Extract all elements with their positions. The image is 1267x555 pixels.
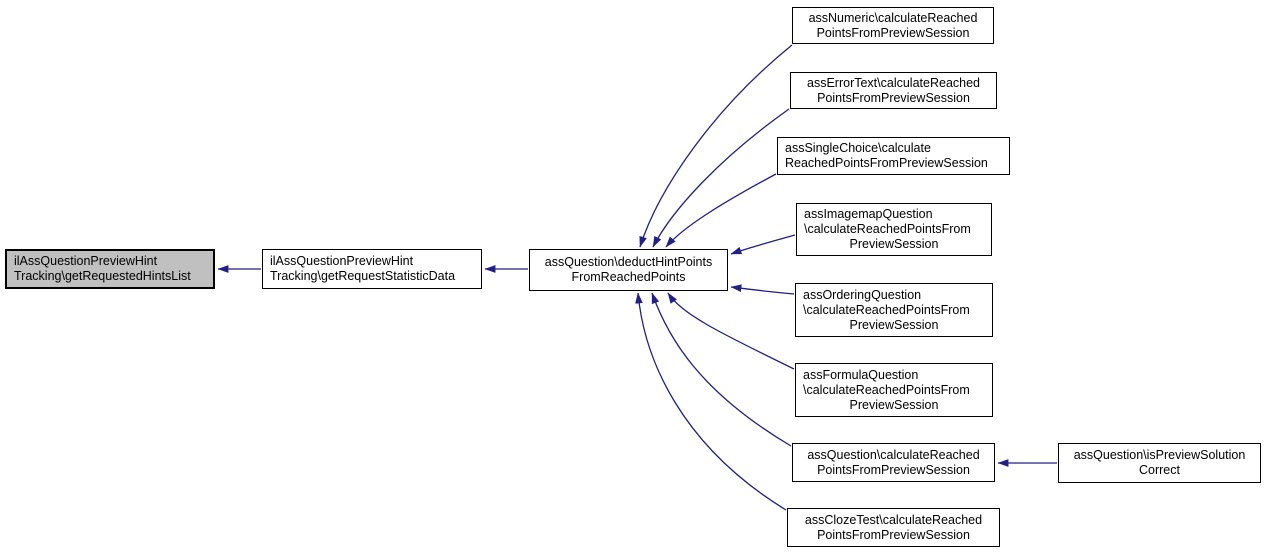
node-label-line: PreviewSession <box>849 317 939 332</box>
node-label-line: assErrorText\calculateReached <box>807 75 980 90</box>
node-assNumeric-calculateReachedPointsFromPreviewSession[interactable]: assNumeric\calculateReached PointsFromPr… <box>792 7 994 44</box>
node-assSingleChoice-calculateReachedPointsFromPreviewSession[interactable]: assSingleChoice\calculate ReachedPointsF… <box>777 137 1010 175</box>
node-label-line: ilAssQuestionPreviewHint <box>14 254 158 268</box>
node-label-line: Tracking\getRequestStatisticData <box>270 269 456 283</box>
node-deductHintPointsFromReachedPoints[interactable]: assQuestion\deductHintPoints FromReached… <box>529 249 728 291</box>
edge-imagemap-to-deduct <box>730 234 796 255</box>
node-label-line: ilAssQuestionPreviewHint <box>270 254 414 268</box>
edge-cloze-to-deduct <box>635 292 787 511</box>
node-label-line: PointsFromPreviewSession <box>816 25 970 40</box>
edge-numeric-to-deduct <box>639 44 793 248</box>
node-label-line: assFormulaQuestion <box>803 367 919 382</box>
node-label-line: \calculateReachedPointsFrom <box>803 382 970 397</box>
node-label-line: Tracking\getRequestedHintsList <box>14 269 191 283</box>
node-label-line: ReachedPointsFromPreviewSession <box>785 156 988 170</box>
node-assErrorText-calculateReachedPointsFromPreviewSession[interactable]: assErrorText\calculateReached PointsFrom… <box>790 72 997 109</box>
node-getRequestedHintsList: ilAssQuestionPreviewHint Tracking\getReq… <box>5 249 215 289</box>
node-label-line: \calculateReachedPointsFrom <box>803 302 970 317</box>
node-label-line: assQuestion\deductHintPoints <box>544 255 713 269</box>
node-label-line: assClozeTest\calculateReached <box>804 512 983 527</box>
node-assQuestion-isPreviewSolutionCorrect[interactable]: assQuestion\isPreviewSolution Correct <box>1058 443 1261 483</box>
edge-formula-to-deduct <box>667 292 795 370</box>
node-label-line: assSingleChoice\calculate <box>785 141 931 155</box>
node-label-line: PointsFromPreviewSession <box>817 90 970 105</box>
node-label-line: assQuestion\isPreviewSolution <box>1073 448 1246 462</box>
node-label-line: \calculateReachedPointsFrom <box>804 222 971 236</box>
node-label-line: PointsFromPreviewSession <box>817 527 970 542</box>
node-assFormulaQuestion-calculateReachedPointsFromPreviewSession[interactable]: assFormulaQuestion \calculateReachedPoin… <box>795 363 993 417</box>
node-label-line: assNumeric\calculateReached <box>808 10 978 25</box>
node-assOrderingQuestion-calculateReachedPointsFromPreviewSession[interactable]: assOrderingQuestion \calculateReachedPoi… <box>795 283 993 337</box>
node-label-line: assQuestion\calculateReached <box>807 447 980 462</box>
node-label-line: PreviewSession <box>849 397 939 412</box>
edge-errortext-to-deduct <box>652 108 790 248</box>
node-label-line: PointsFromPreviewSession <box>817 462 970 477</box>
edge-questioncalc-to-deduct <box>651 292 792 447</box>
node-getRequestStatisticData[interactable]: ilAssQuestionPreviewHint Tracking\getReq… <box>262 249 482 289</box>
node-label-line: Correct <box>1139 463 1180 477</box>
node-assQuestion-calculateReachedPointsFromPreviewSession[interactable]: assQuestion\calculateReached PointsFromP… <box>792 443 995 482</box>
edge-ordering-to-deduct <box>730 284 795 295</box>
node-label-line: FromReachedPoints <box>571 270 686 284</box>
node-assClozeTest-calculateReachedPointsFromPreviewSession[interactable]: assClozeTest\calculateReached PointsFrom… <box>787 508 1000 547</box>
node-label-line: assImagemapQuestion <box>804 207 933 221</box>
node-label-line: PreviewSession <box>849 237 939 251</box>
node-label-line: assOrderingQuestion <box>803 287 922 302</box>
edge-singlechoice-to-deduct <box>665 173 777 248</box>
node-assImagemapQuestion-calculateReachedPointsFromPreviewSession[interactable]: assImagemapQuestion \calculateReachedPoi… <box>796 203 992 256</box>
